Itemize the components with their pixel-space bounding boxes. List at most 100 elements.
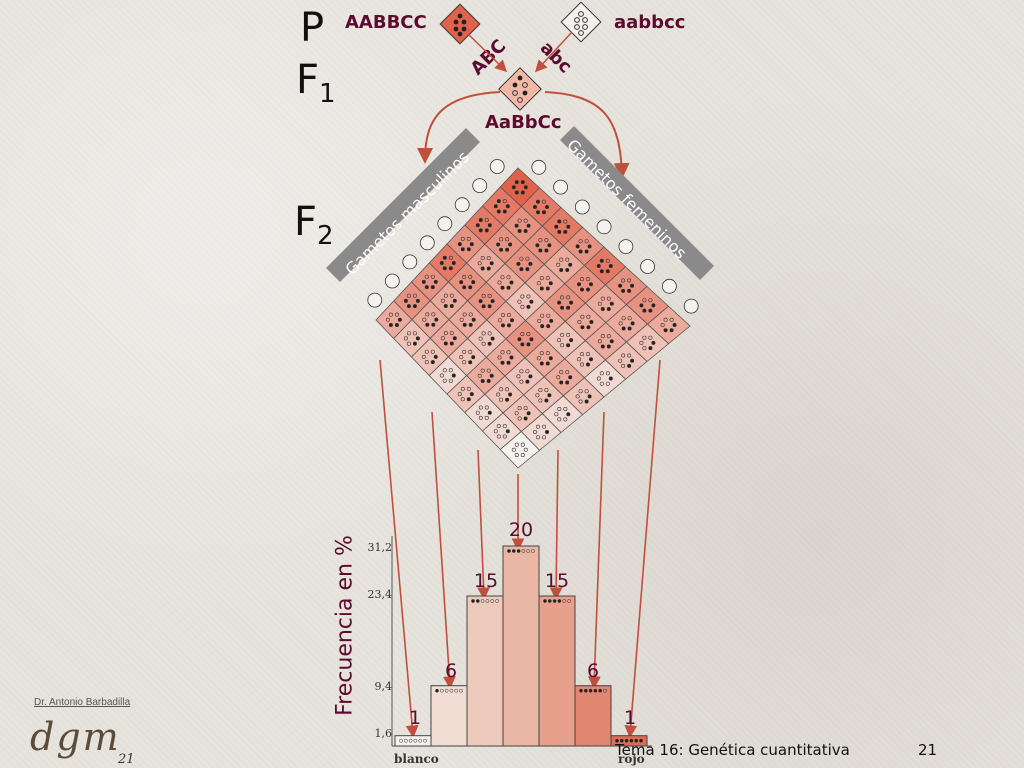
allele-dot bbox=[406, 341, 411, 346]
allele-dot bbox=[424, 360, 429, 365]
allele-dot bbox=[648, 335, 653, 340]
allele-dot bbox=[415, 336, 420, 341]
parent-recessive-die bbox=[560, 1, 602, 43]
allele-dot bbox=[500, 275, 505, 280]
bar-allele-dot bbox=[471, 599, 475, 603]
allele-dot bbox=[457, 242, 462, 247]
allele-dot bbox=[486, 266, 491, 271]
allele-dot bbox=[489, 373, 494, 378]
allele-dot bbox=[539, 276, 544, 281]
allele-dot bbox=[627, 316, 632, 321]
dgm-logo: dgm bbox=[30, 715, 121, 759]
allele-dot bbox=[431, 322, 436, 327]
allele-dot bbox=[663, 328, 668, 333]
allele-dot bbox=[462, 322, 467, 327]
allele-dot bbox=[560, 305, 565, 310]
allele-dot bbox=[529, 299, 534, 304]
allele-dot bbox=[575, 244, 580, 249]
allele-dot bbox=[642, 298, 647, 303]
parent-recessive-genotype: aabbcc bbox=[614, 12, 686, 33]
allele-dot bbox=[541, 210, 546, 215]
allele-dot bbox=[457, 392, 462, 397]
allele-dot bbox=[412, 293, 417, 298]
allele-dot bbox=[421, 354, 426, 359]
allele-dot bbox=[563, 417, 568, 422]
allele-dot bbox=[519, 256, 524, 261]
male-gamete-circle bbox=[489, 159, 505, 174]
allele-dot bbox=[568, 375, 573, 380]
allele-dot bbox=[627, 326, 632, 331]
allele-dot bbox=[468, 274, 473, 279]
author-link[interactable]: Dr. Antonio Barbadilla bbox=[34, 697, 131, 708]
allele-dot bbox=[514, 180, 519, 185]
bar-allele-dot bbox=[485, 599, 490, 603]
allele-dot bbox=[544, 429, 549, 434]
allele-dot bbox=[579, 362, 584, 367]
allele-dot bbox=[475, 223, 480, 228]
allele-dot bbox=[471, 355, 476, 360]
allele-dot bbox=[443, 341, 448, 346]
allele-dot bbox=[528, 374, 533, 379]
allele-dot bbox=[487, 223, 492, 228]
allele-dot bbox=[514, 442, 519, 447]
allele-dot bbox=[605, 381, 610, 386]
allele-dot bbox=[544, 248, 549, 253]
allele-dot bbox=[627, 353, 632, 358]
bar-label-6-left: 6 bbox=[444, 660, 458, 682]
allele-dot bbox=[468, 349, 473, 354]
allele-dot bbox=[430, 274, 435, 279]
bar-allele-dot bbox=[603, 688, 607, 693]
allele-dot bbox=[505, 237, 510, 242]
allele-dot bbox=[557, 229, 562, 234]
allele-dot bbox=[481, 293, 486, 298]
allele-dot bbox=[596, 263, 601, 268]
histogram-bar bbox=[394, 735, 432, 747]
arrow-dominant-to-f1 bbox=[467, 33, 508, 73]
allele-dot bbox=[520, 304, 525, 309]
bar-allele-dot bbox=[557, 599, 562, 603]
allele-dot bbox=[539, 351, 544, 356]
allele-dot bbox=[557, 338, 562, 343]
allele-dot bbox=[539, 361, 544, 366]
bar-allele-dot bbox=[624, 738, 629, 743]
allele-dot bbox=[424, 349, 429, 354]
bar-allele-dot bbox=[490, 599, 495, 603]
allele-dot bbox=[586, 314, 591, 319]
allele-dot bbox=[526, 342, 531, 347]
bar-label-1-right: 1 bbox=[623, 707, 637, 729]
allele-dot bbox=[466, 236, 471, 241]
allele-dot bbox=[566, 224, 571, 229]
allele-dot bbox=[538, 388, 543, 393]
allele-dot bbox=[526, 223, 531, 228]
bar-allele-dot bbox=[444, 688, 449, 693]
allele-dot bbox=[526, 411, 531, 416]
bar-allele-dot bbox=[593, 688, 598, 693]
bar-allele-dot bbox=[543, 599, 547, 603]
allele-dot bbox=[516, 261, 521, 266]
allele-dot bbox=[540, 313, 545, 318]
allele-dot bbox=[487, 293, 492, 298]
allele-dot bbox=[430, 285, 435, 290]
allele-dot bbox=[642, 308, 647, 313]
allele-dot bbox=[497, 280, 502, 285]
allele-dot bbox=[490, 336, 495, 341]
allele-dot bbox=[597, 339, 602, 344]
allele-dot bbox=[506, 275, 511, 280]
allele-dot bbox=[499, 247, 504, 252]
generation-f1-label: F1 bbox=[296, 57, 336, 109]
allele-dot bbox=[397, 317, 402, 322]
allele-dot bbox=[481, 304, 486, 309]
parent-dominant-die bbox=[439, 3, 481, 45]
allele-dot bbox=[584, 389, 589, 394]
allele-dot bbox=[486, 368, 491, 373]
allele-dot bbox=[412, 341, 417, 346]
allele-dot bbox=[502, 434, 507, 439]
allele-dot bbox=[627, 363, 632, 368]
allele-dot bbox=[443, 293, 448, 298]
allele-dot bbox=[484, 415, 489, 420]
allele-dot bbox=[560, 343, 565, 348]
allele-dot bbox=[580, 325, 585, 330]
allele-dot bbox=[433, 279, 438, 284]
allele-dot bbox=[430, 360, 435, 365]
allele-dot bbox=[511, 185, 516, 190]
